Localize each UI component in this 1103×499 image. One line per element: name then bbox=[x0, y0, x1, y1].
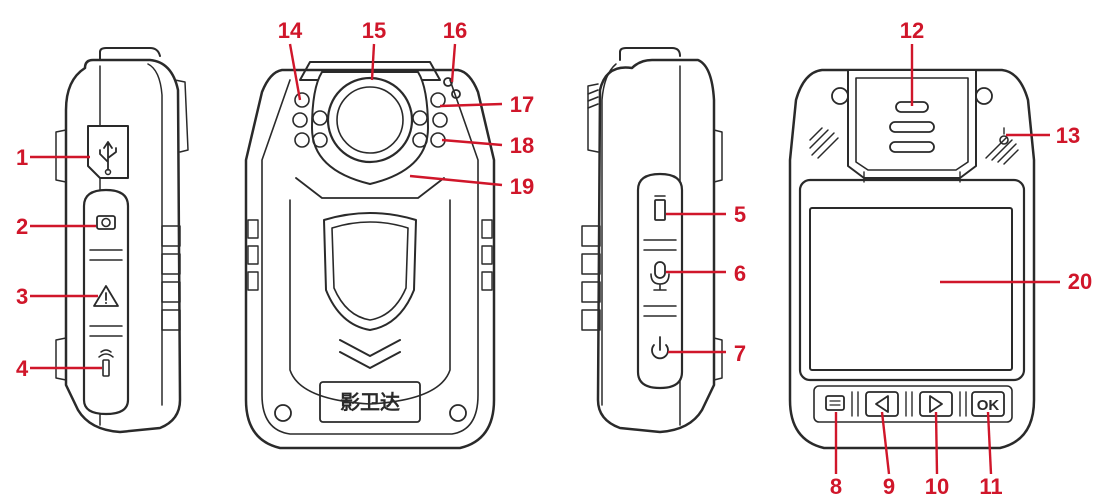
usb-icon bbox=[99, 141, 117, 176]
callout-3: 3 bbox=[16, 284, 28, 309]
ir-led-icon bbox=[292, 92, 448, 148]
callout-10: 10 bbox=[925, 474, 949, 499]
lcd-display bbox=[809, 207, 1013, 371]
front-view: 影卫达 bbox=[244, 61, 496, 450]
back-button-bar: OK bbox=[813, 385, 1013, 423]
callout-14: 14 bbox=[278, 18, 303, 43]
power-icon bbox=[651, 336, 669, 360]
callout-13: 13 bbox=[1056, 123, 1080, 148]
warning-icon bbox=[93, 285, 119, 307]
callout-7: 7 bbox=[734, 341, 746, 366]
callout-4: 4 bbox=[16, 356, 29, 381]
callout-line-18 bbox=[441, 138, 503, 147]
camera-button bbox=[96, 215, 116, 230]
callout-9: 9 bbox=[883, 474, 895, 499]
microphone-icon bbox=[650, 261, 670, 291]
back-view: OK bbox=[788, 68, 1036, 450]
callout-1: 1 bbox=[16, 145, 28, 170]
ok-label: OK bbox=[977, 397, 1000, 414]
reset-icon bbox=[999, 127, 1009, 145]
usb-port bbox=[87, 125, 129, 179]
callout-line-16 bbox=[450, 43, 457, 83]
callout-15: 15 bbox=[362, 18, 386, 43]
brand-logo-text: 影卫达 bbox=[340, 390, 400, 414]
left-side-view bbox=[55, 47, 189, 434]
video-icon bbox=[654, 195, 666, 221]
callout-line-10 bbox=[934, 411, 939, 475]
callout-11: 11 bbox=[979, 474, 1002, 499]
callout-line-19 bbox=[409, 174, 503, 187]
belt-clip bbox=[847, 69, 977, 179]
emergency-button bbox=[93, 285, 119, 307]
callout-17: 17 bbox=[510, 92, 534, 117]
front-side-slots bbox=[247, 219, 493, 291]
callout-18: 18 bbox=[510, 133, 534, 158]
callout-line-14 bbox=[288, 43, 302, 101]
menu-icon bbox=[825, 395, 845, 411]
callout-line-11 bbox=[986, 411, 993, 475]
callout-8: 8 bbox=[830, 474, 842, 499]
callout-12: 12 bbox=[900, 18, 924, 43]
callout-line-15 bbox=[370, 43, 376, 81]
right-side-view bbox=[581, 47, 723, 434]
shield-emblem bbox=[323, 212, 417, 331]
infrared-button bbox=[98, 349, 114, 377]
callout-2: 2 bbox=[16, 214, 28, 239]
callout-6: 6 bbox=[734, 261, 746, 286]
callout-19: 19 bbox=[510, 174, 534, 199]
callout-line-9 bbox=[880, 411, 891, 475]
callout-5: 5 bbox=[734, 202, 746, 227]
lens-icon bbox=[326, 76, 414, 164]
speaker-grille bbox=[587, 89, 599, 109]
infrared-icon bbox=[98, 349, 114, 377]
callout-line-17 bbox=[439, 102, 503, 108]
callout-16: 16 bbox=[443, 18, 467, 43]
camera-icon bbox=[96, 215, 116, 230]
back-speaker-grille bbox=[809, 127, 1019, 165]
callout-20: 20 bbox=[1068, 269, 1092, 294]
side-ribs bbox=[161, 225, 181, 331]
